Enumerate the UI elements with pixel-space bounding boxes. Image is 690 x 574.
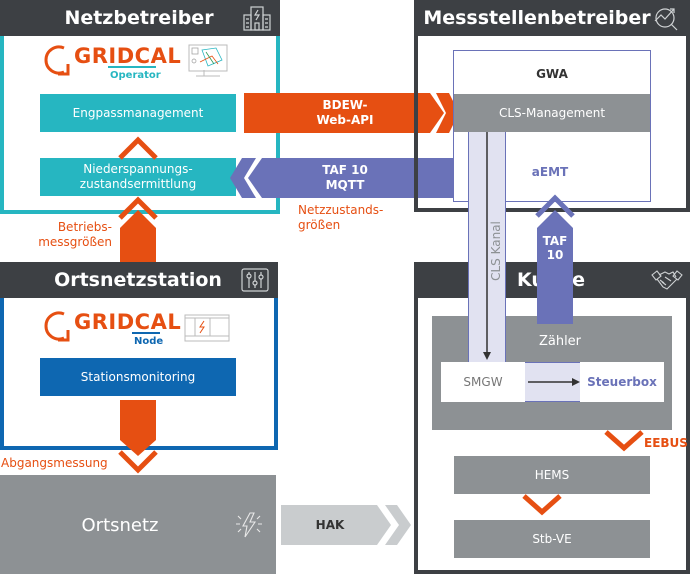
ortsnetzstation-title: Ortsnetzstation [54, 269, 222, 291]
nsze-line2: zustandsermittlung [79, 177, 197, 191]
engpassmanagement-box: Engpassmanagement [40, 94, 236, 132]
taf10-up-arrow [535, 194, 575, 324]
cls-management-box: CLS-Management [454, 94, 650, 132]
netzbetreiber-header: Netzbetreiber [0, 0, 280, 36]
monitor-map-icon [188, 44, 228, 77]
hems-label: HEMS [534, 467, 570, 482]
steuerbox-box: Steuerbox [580, 362, 664, 402]
gridcal-operator-logo: GRIDCAL Operator [42, 44, 181, 86]
logo-underline [132, 332, 160, 334]
sliders-icon [240, 267, 270, 293]
messstellenbetreiber-panel [414, 36, 690, 212]
taf10-line1: TAF 10 [322, 163, 368, 177]
eebus-label: EEBUS [644, 436, 688, 450]
chevron-up-icon [118, 136, 158, 160]
eebus-chevron-icon [604, 430, 644, 452]
taf10-up-line1: TAF [542, 234, 568, 248]
kunde-title: Kunde [414, 269, 652, 291]
steuerbox-label: Steuerbox [587, 374, 657, 389]
nsze-line1: Niederspannungs- [83, 162, 193, 176]
messstellenbetreiber-header: Messstellenbetreiber [414, 0, 690, 36]
hems-stbve-chevron-icon [522, 494, 562, 516]
stationsmonitoring-label: Stationsmonitoring [80, 369, 196, 384]
abgangsmessung-arrow [118, 400, 158, 474]
engpassmanagement-label: Engpassmanagement [72, 105, 204, 120]
taf10-mqtt-arrow [230, 158, 463, 198]
cls-kanal-label: CLS Kanal [489, 221, 503, 281]
ortsnetzstation-header: Ortsnetzstation [0, 262, 278, 298]
netzzustands-line1: Netzzustands- [298, 203, 384, 217]
netzzustands-line2: größen [298, 218, 341, 232]
zaehler-label: Zähler [538, 333, 582, 349]
betriebs-line1: Betriebs- [57, 220, 112, 234]
aemt-label: aEMT [531, 164, 569, 179]
niederspannungs-box: Niederspannungs- zustandsermittlung [40, 158, 236, 196]
betriebsmessgroessen-arrow [118, 196, 158, 262]
stationsmonitoring-box: Stationsmonitoring [40, 358, 236, 396]
cls-kanal-arrow [483, 132, 491, 360]
taf10-line2: MQTT [325, 178, 365, 192]
abgangsmessung-label: Abgangsmessung [1, 456, 108, 470]
ortsnetz-box [0, 475, 276, 574]
taf10-mqtt-label: TAF 10 MQTT [260, 161, 430, 195]
lightning-icon [236, 512, 262, 538]
bdew-label: BDEW- Web-API [260, 96, 430, 130]
logo-product: Node [134, 336, 164, 347]
hak-arrow [281, 505, 411, 545]
smgw-label: SMGW [463, 374, 503, 389]
building-icon [242, 5, 272, 31]
netzzustandsgroessen-label: Netzzustands- größen [298, 203, 383, 233]
logo-brand: GRIDCAL [74, 310, 182, 334]
taf10-up-label: TAF 10 [535, 232, 575, 264]
hems-box: HEMS [454, 456, 650, 494]
gridcal-node-logo: GRIDCAL Node [42, 310, 181, 352]
stbve-label: Stb-VE [532, 531, 572, 546]
taf10-up-line2: 10 [546, 248, 564, 262]
handshake-icon [651, 267, 683, 293]
ortsnetz-title: Ortsnetz [81, 514, 159, 536]
messstellenbetreiber-title: Messstellenbetreiber [423, 7, 651, 29]
analytics-search-icon [652, 5, 682, 31]
bdew-line1: BDEW- [322, 98, 368, 112]
hak-label: HAK [315, 517, 345, 532]
netzbetreiber-title: Netzbetreiber [64, 7, 214, 29]
switchgear-icon [184, 314, 230, 342]
smgw-box: SMGW [441, 362, 525, 402]
betriebsmessgroessen-label: Betriebs- messgrößen [0, 220, 112, 250]
stbve-box: Stb-VE [454, 520, 650, 558]
kunde-panel [414, 298, 690, 574]
gwa-label: GWA [536, 66, 568, 81]
cls-management-label: CLS-Management [498, 105, 606, 120]
bdew-line2: Web-API [316, 113, 374, 127]
logo-product: Operator [110, 70, 161, 81]
logo-underline [108, 66, 156, 68]
arrow-right-icon [528, 378, 580, 386]
logo-brand: GRIDCAL [74, 44, 182, 68]
betriebs-line2: messgrößen [38, 235, 112, 249]
